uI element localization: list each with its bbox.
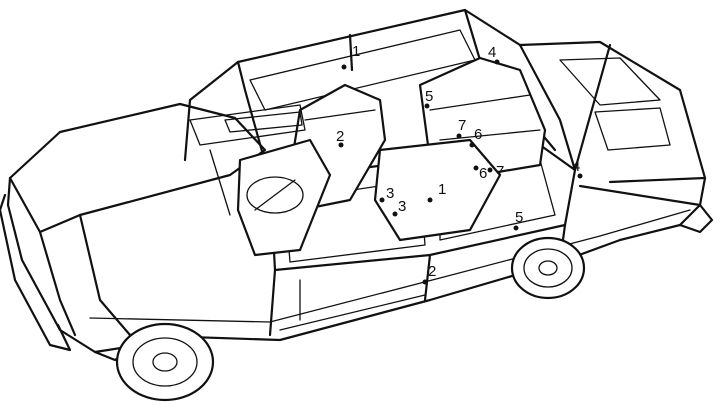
callout-6-upper: 6 xyxy=(474,126,482,143)
callout-2-front-seat: 2 xyxy=(336,128,344,145)
steering-and-dash xyxy=(189,104,306,216)
front-wheel xyxy=(115,322,215,402)
callout-3-seat-lower: 3 xyxy=(398,198,406,215)
callout-2-door-sill: 2 xyxy=(428,263,436,280)
rear-wheel xyxy=(510,236,586,300)
callout-3-seat-upper: 3 xyxy=(386,185,394,202)
callout-4-rear-roof: 4 xyxy=(488,44,496,61)
rear-seat xyxy=(373,56,547,242)
callout-1-roof: 1 xyxy=(352,43,360,60)
callout-5-rear-seat: 5 xyxy=(425,88,433,105)
callout-4-rear-side: 4 xyxy=(572,158,580,175)
callout-1-door-pillar: 1 xyxy=(438,181,446,198)
callout-7-lower: 7 xyxy=(496,163,504,180)
callout-dots xyxy=(338,59,583,285)
callout-labels: 1 1 2 2 3 3 4 4 5 5 6 6 7 7 xyxy=(336,43,580,280)
callout-5-rear-door: 5 xyxy=(515,209,523,226)
callout-6-lower: 6 xyxy=(479,165,487,182)
front-seat xyxy=(236,83,387,257)
callout-7-upper: 7 xyxy=(458,117,466,134)
